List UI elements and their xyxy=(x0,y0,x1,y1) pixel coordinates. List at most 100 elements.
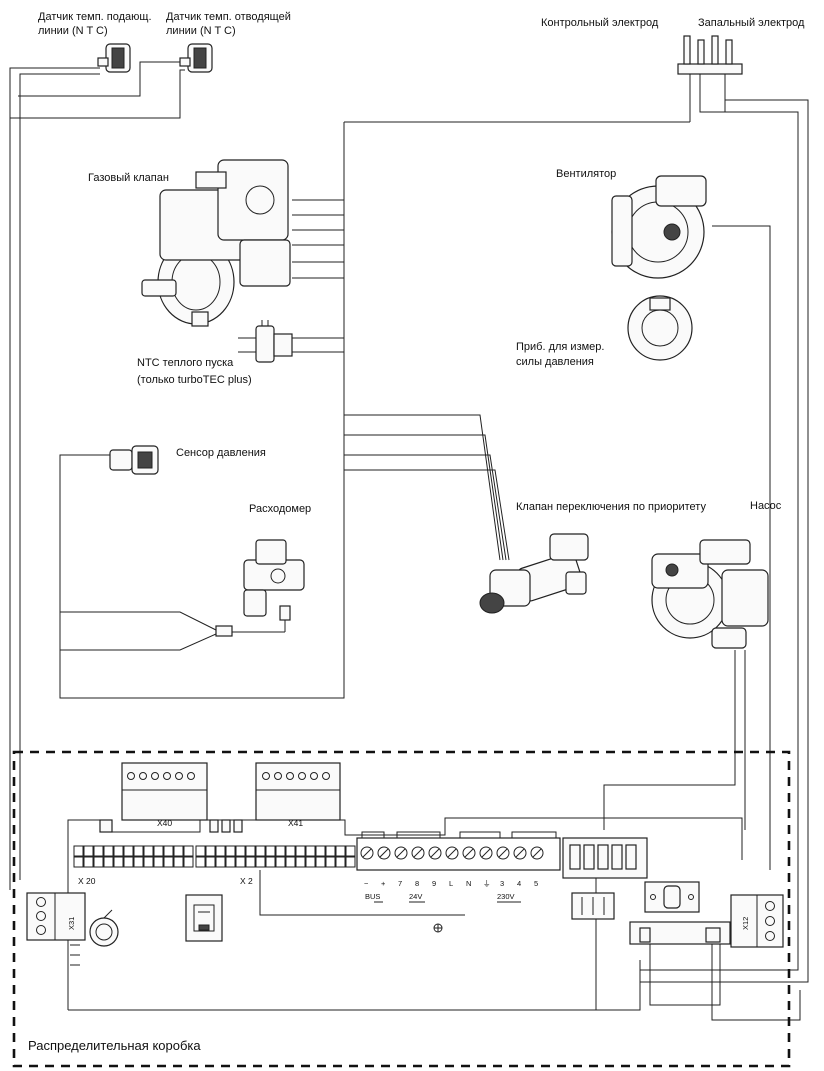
gas-valve-icon xyxy=(141,159,291,327)
control-electrode-label: Контрольный электрод xyxy=(541,17,659,29)
x2-pin xyxy=(245,845,256,857)
x2-pin xyxy=(285,845,296,857)
terminal-label: 5 xyxy=(534,879,538,888)
x2-pin xyxy=(215,856,226,868)
distribution-box-label: Распределительная коробка xyxy=(28,1038,201,1053)
ground-icon xyxy=(433,923,443,933)
x2-label: X 2 xyxy=(240,876,253,886)
x2-pin xyxy=(195,856,206,868)
priority-valve-label: Клапан переключения по приоритету xyxy=(516,501,706,513)
pump-icon xyxy=(651,539,769,649)
fuse xyxy=(644,881,700,913)
pressure-sensor-label: Сенсор давления xyxy=(176,447,266,459)
group-bus: BUS xyxy=(365,892,380,901)
gas-valve-label: Газовый клапан xyxy=(88,172,169,184)
x20-pin xyxy=(143,845,154,857)
x41-label: X41 xyxy=(288,818,303,828)
terminal-label: 8 xyxy=(415,879,419,888)
x2-pin xyxy=(315,845,326,857)
x2-header xyxy=(195,845,356,868)
x2-pin xyxy=(325,856,336,868)
distribution-box-border xyxy=(12,750,791,1068)
terminal-label: + xyxy=(381,879,386,888)
x2-pin xyxy=(345,845,356,857)
x2-pin xyxy=(265,845,276,857)
x20-pin xyxy=(123,856,134,868)
x20-pin xyxy=(183,845,194,857)
ntc-warm-start-label-1: NTC теплого пуска xyxy=(137,357,234,369)
fan-label: Вентилятор xyxy=(556,168,616,180)
x20-pin xyxy=(143,856,154,868)
flow-meter-icon xyxy=(215,539,305,637)
x20-pin xyxy=(93,856,104,868)
screw-slot xyxy=(498,848,508,858)
ntc-supply-label-1: Датчик темп. подающ. xyxy=(38,11,152,23)
x20-pin xyxy=(123,845,134,857)
x20-pin xyxy=(83,845,94,857)
x20-pin xyxy=(153,845,164,857)
x2-pin xyxy=(235,845,246,857)
screw-slot xyxy=(430,848,440,858)
x2-pin xyxy=(255,856,266,868)
mains-plug-connector xyxy=(562,837,648,920)
x2-pin xyxy=(345,856,356,868)
ntc-return-sensor xyxy=(179,43,213,73)
terminal-label: 4 xyxy=(517,879,521,888)
x31-label: X31 xyxy=(67,917,76,930)
x20-pin xyxy=(103,845,114,857)
priority-valve-icon xyxy=(479,533,589,614)
x2-pin xyxy=(295,845,306,857)
ignition-electrode-label: Запальный электрод xyxy=(698,17,805,29)
x20-pin xyxy=(73,856,84,868)
x2-pin xyxy=(255,845,266,857)
potentiometer-icon xyxy=(89,909,119,947)
terminal-label: − xyxy=(364,879,369,888)
flow-meter-label: Расходомер xyxy=(249,503,311,515)
x12-label: X12 xyxy=(741,917,750,930)
screw-slot xyxy=(532,848,542,858)
x2-pin xyxy=(245,856,256,868)
terminal-label: 9 xyxy=(432,879,436,888)
ntc-supply-label-2: линии (N T C) xyxy=(38,25,108,37)
x2-pin xyxy=(305,856,316,868)
screw-slot xyxy=(515,848,525,858)
wires xyxy=(9,61,809,1021)
electrodes-icon xyxy=(677,35,743,82)
terminal-brackets xyxy=(361,831,557,838)
x20-header xyxy=(73,845,194,868)
terminal-label: N xyxy=(466,879,471,888)
x12-connector xyxy=(730,894,784,948)
x40-label: X40 xyxy=(157,818,172,828)
x2-pin xyxy=(265,856,276,868)
x20-pin xyxy=(173,845,184,857)
screw-slot xyxy=(481,848,491,858)
x20-pin xyxy=(183,856,194,868)
x20-pin xyxy=(73,845,84,857)
x2-pin xyxy=(225,845,236,857)
relay-block xyxy=(629,921,731,1006)
screw-slot xyxy=(413,848,423,858)
x2-pin xyxy=(225,856,236,868)
group-230v: 230V xyxy=(497,892,515,901)
x41-connector xyxy=(255,762,341,821)
pressure-device-icon xyxy=(627,295,693,361)
x2-pin xyxy=(205,856,216,868)
screw-slot xyxy=(362,848,372,858)
x2-pin xyxy=(205,845,216,857)
group-24v: 24V xyxy=(409,892,422,901)
x20-pin xyxy=(173,856,184,868)
pressure-device-label-2: силы давления xyxy=(516,356,594,368)
x2-pin xyxy=(195,845,206,857)
x2-pin xyxy=(235,856,246,868)
ntc-supply-sensor xyxy=(97,43,131,73)
x2-pin xyxy=(295,856,306,868)
ntc-return-label-1: Датчик темп. отводящей xyxy=(166,11,291,23)
x2-pin xyxy=(305,845,316,857)
ntc-warm-start-label-2: (только turboTEC plus) xyxy=(137,374,252,386)
screw-slot xyxy=(396,848,406,858)
terminal-label: L xyxy=(449,879,453,888)
x20-pin xyxy=(83,856,94,868)
